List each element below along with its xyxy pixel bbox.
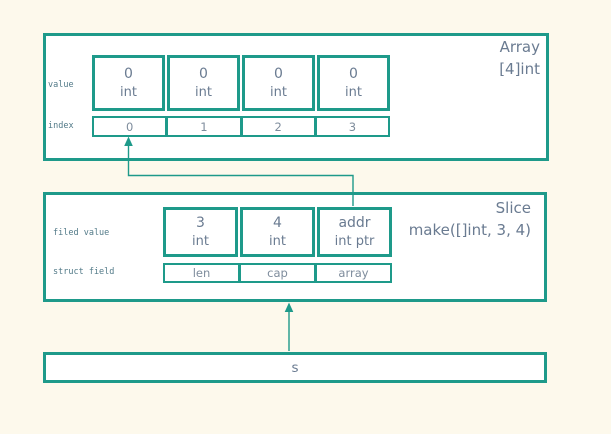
- cell-type: int: [192, 233, 209, 249]
- slice-len-cell: 3 int: [163, 207, 238, 257]
- cell-value: 0: [349, 65, 358, 82]
- array-value-cell: 0 int: [167, 55, 240, 111]
- cell-value: 0: [274, 65, 283, 82]
- array-box-title: Array [4]int: [499, 36, 540, 80]
- array-index-row: 0 1 2 3: [92, 116, 390, 137]
- slice-struct-field-label: struct field: [53, 267, 115, 277]
- array-index-cell: 3: [316, 118, 388, 135]
- struct-field-cell: array: [317, 265, 390, 281]
- slice-box-title: Slice make([]int, 3, 4): [409, 197, 531, 241]
- cell-value: 0: [124, 65, 133, 82]
- array-title-type: Array: [499, 38, 540, 56]
- s-variable-box: s: [43, 352, 547, 383]
- array-value-cell: 0 int: [242, 55, 315, 111]
- cell-type: int: [269, 233, 286, 249]
- cell-type: int: [120, 84, 137, 100]
- slice-field-value-row: 3 int 4 int addr int ptr: [163, 207, 392, 257]
- array-index-cell: 2: [242, 118, 314, 135]
- array-title-decl: [4]int: [499, 60, 540, 78]
- slice-field-value-label: filed value: [53, 228, 110, 238]
- cell-type: int ptr: [334, 233, 375, 249]
- struct-field-cell: cap: [241, 265, 314, 281]
- cell-type: int: [195, 84, 212, 100]
- struct-field-cell: len: [165, 265, 238, 281]
- array-value-row: 0 int 0 int 0 int 0 int: [92, 55, 390, 111]
- slice-struct-field-row: len cap array: [163, 263, 392, 283]
- slice-array-pointer-cell: addr int ptr: [317, 207, 392, 257]
- cell-value: 3: [196, 214, 205, 231]
- slice-title-type: Slice: [495, 199, 531, 217]
- cell-value: 4: [273, 214, 282, 231]
- array-value-row-label: value: [48, 80, 74, 90]
- array-value-cell: 0 int: [317, 55, 390, 111]
- cell-value: addr: [338, 214, 371, 231]
- array-value-cell: 0 int: [92, 55, 165, 111]
- cell-value: 0: [199, 65, 208, 82]
- array-index-cell: 0: [94, 118, 166, 135]
- cell-type: int: [270, 84, 287, 100]
- cell-type: int: [345, 84, 362, 100]
- array-index-row-label: index: [48, 121, 74, 131]
- s-to-slice-arrow: [284, 302, 294, 351]
- s-variable-label: s: [291, 359, 299, 376]
- slice-cap-cell: 4 int: [240, 207, 315, 257]
- slice-title-decl: make([]int, 3, 4): [408, 221, 531, 239]
- array-index-cell: 1: [168, 118, 240, 135]
